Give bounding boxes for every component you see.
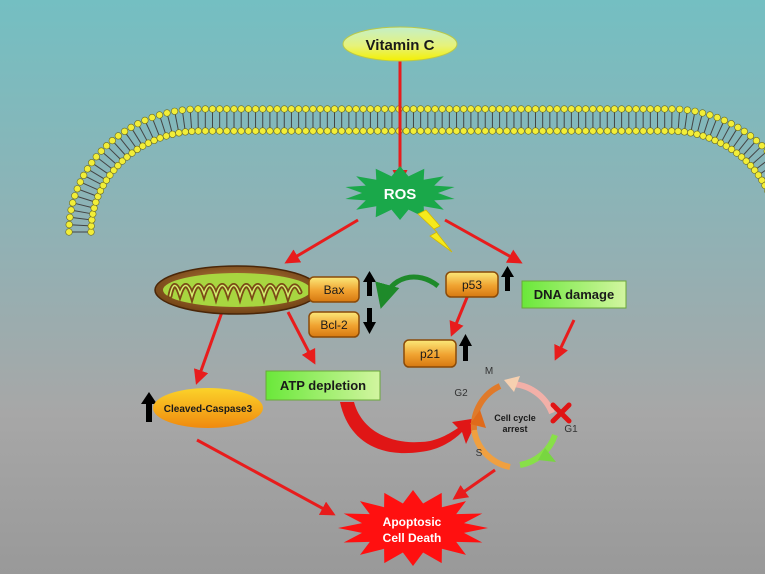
arrow-caspase-to-apoptosis — [196, 438, 336, 516]
atp-depletion-label: ATP depletion — [280, 378, 366, 393]
vitamin-c-label: Vitamin C — [366, 37, 435, 54]
pathway-arrows — [193, 60, 576, 516]
cell-cycle-center-line1: Cell cycle — [494, 413, 536, 423]
arrow-ros-to-dna-damage — [444, 218, 523, 264]
cell-cycle-arc-m-g1 — [509, 381, 555, 415]
mitochondrion — [154, 265, 320, 315]
green-arrow-p53-to-bax — [375, 274, 440, 309]
bcl2-box — [308, 311, 360, 338]
dna-damage-label: DNA damage — [534, 287, 614, 302]
cell-cycle-arc-s-g2 — [471, 429, 511, 470]
arrow-p53-to-p21 — [449, 294, 470, 337]
cell-cycle — [470, 376, 572, 470]
phase-g1-label: G1 — [564, 424, 578, 435]
ros-burst — [345, 166, 455, 220]
bcl2-label: Bcl-2 — [320, 318, 348, 332]
caspase-up-arrow-icon — [141, 392, 157, 422]
ros-label: ROS — [384, 186, 417, 203]
phase-m-label: M — [485, 366, 493, 377]
p21-box — [403, 339, 457, 368]
p21-up-arrow-icon — [459, 334, 472, 361]
p21-label: p21 — [420, 347, 440, 361]
cell-cycle-s-arrowhead — [470, 410, 486, 428]
vitamin-c-node — [342, 26, 458, 62]
bcl2-down-arrow-icon — [363, 308, 376, 334]
arrow-ros-to-mitochondria — [284, 218, 359, 264]
bax-label: Bax — [324, 283, 345, 297]
cleaved-caspase3-label: Cleaved-Caspase3 — [164, 404, 253, 415]
lightning-bolt-icon — [417, 209, 453, 253]
cleaved-caspase3-node — [153, 388, 263, 428]
arrest-x-icon — [550, 402, 572, 424]
atp-depletion-box — [265, 370, 381, 401]
phase-g2-label: G2 — [454, 388, 468, 399]
cell-cycle-m-arrowhead — [504, 376, 520, 392]
bax-up-arrow-icon — [363, 271, 376, 296]
curved-arrow-atp-to-cellcycle — [340, 402, 478, 454]
p53-label: p53 — [462, 278, 482, 292]
arrow-mito-to-caspase — [193, 311, 224, 385]
p53-box — [445, 271, 499, 298]
arrow-dna-to-cellcycle — [554, 319, 576, 361]
dna-damage-box — [521, 280, 627, 309]
apoptosis-burst — [338, 490, 488, 566]
arrow-cellcycle-to-apoptosis — [452, 468, 496, 500]
p53-up-arrow-icon — [501, 266, 514, 291]
cell-membrane — [65, 105, 765, 236]
bax-box — [308, 276, 360, 303]
cell-cycle-g1-arrowhead — [538, 448, 556, 462]
cell-cycle-center-line2: arrest — [502, 424, 527, 434]
phase-s-label: S — [476, 448, 483, 459]
arrow-mito-to-atp — [286, 311, 316, 365]
apoptosis-label-line1: Apoptosic — [383, 515, 442, 529]
apoptosis-label-line2: Cell Death — [383, 531, 442, 545]
